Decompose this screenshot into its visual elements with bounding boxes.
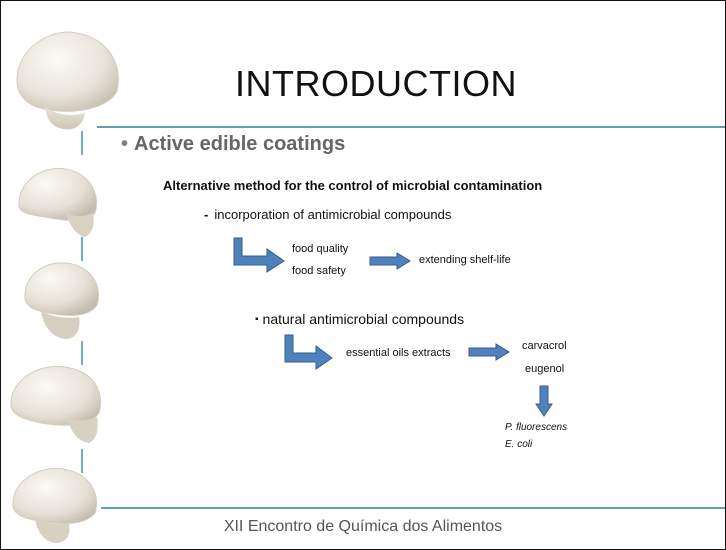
elbow-arrow-icon — [233, 237, 285, 273]
item2-text: natural antimicrobial compounds — [262, 311, 465, 327]
mushroom-icon — [12, 467, 97, 543]
right-arrow-icon — [369, 252, 411, 270]
right-arrow-icon — [468, 343, 510, 361]
item1-text: incorporation of antimicrobial compounds — [214, 207, 452, 222]
bullet-marker: • — [121, 133, 129, 155]
down-arrow-icon — [535, 385, 553, 417]
footer-event-name: XII Encontro de Química dos Alimentos — [223, 518, 503, 535]
essential-oils-extracts: essential oils extracts — [346, 347, 451, 359]
item1-marker: - — [204, 207, 209, 222]
mushroom-icon — [18, 167, 97, 237]
subheading: Alternative method for the control of mi… — [163, 178, 543, 193]
bullet-heading: Active edible coatings — [134, 133, 346, 155]
elbow-arrow-icon — [284, 334, 333, 370]
divider-dash — [81, 237, 83, 261]
outcome-food-quality: food quality — [292, 243, 349, 255]
divider-dash — [81, 131, 83, 155]
mushroom-icon — [24, 262, 99, 339]
target-p-fluorescens: P. fluorescens — [505, 422, 568, 433]
main-bullet: •Active edible coatings — [121, 133, 345, 156]
item1-line: -incorporation of antimicrobial compound… — [204, 207, 451, 222]
compound-carvacrol: carvacrol — [522, 340, 567, 352]
item2-marker: ▪ — [255, 314, 259, 325]
mushroom-icon — [16, 31, 119, 130]
outcome-food-safety: food safety — [292, 265, 346, 277]
mushroom-icon — [10, 365, 101, 443]
divider-dash — [81, 449, 83, 473]
slide-title: INTRODUCTION — [235, 63, 517, 104]
divider-dash — [81, 341, 83, 365]
result-shelf-life: extending shelf-life — [419, 254, 511, 266]
compound-eugenol: eugenol — [525, 363, 565, 375]
target-e-coli: E. coli — [505, 439, 533, 450]
bottom-divider-line — [101, 507, 725, 509]
item2-line: ▪natural antimicrobial compounds — [255, 311, 464, 327]
top-divider-line — [97, 126, 725, 128]
